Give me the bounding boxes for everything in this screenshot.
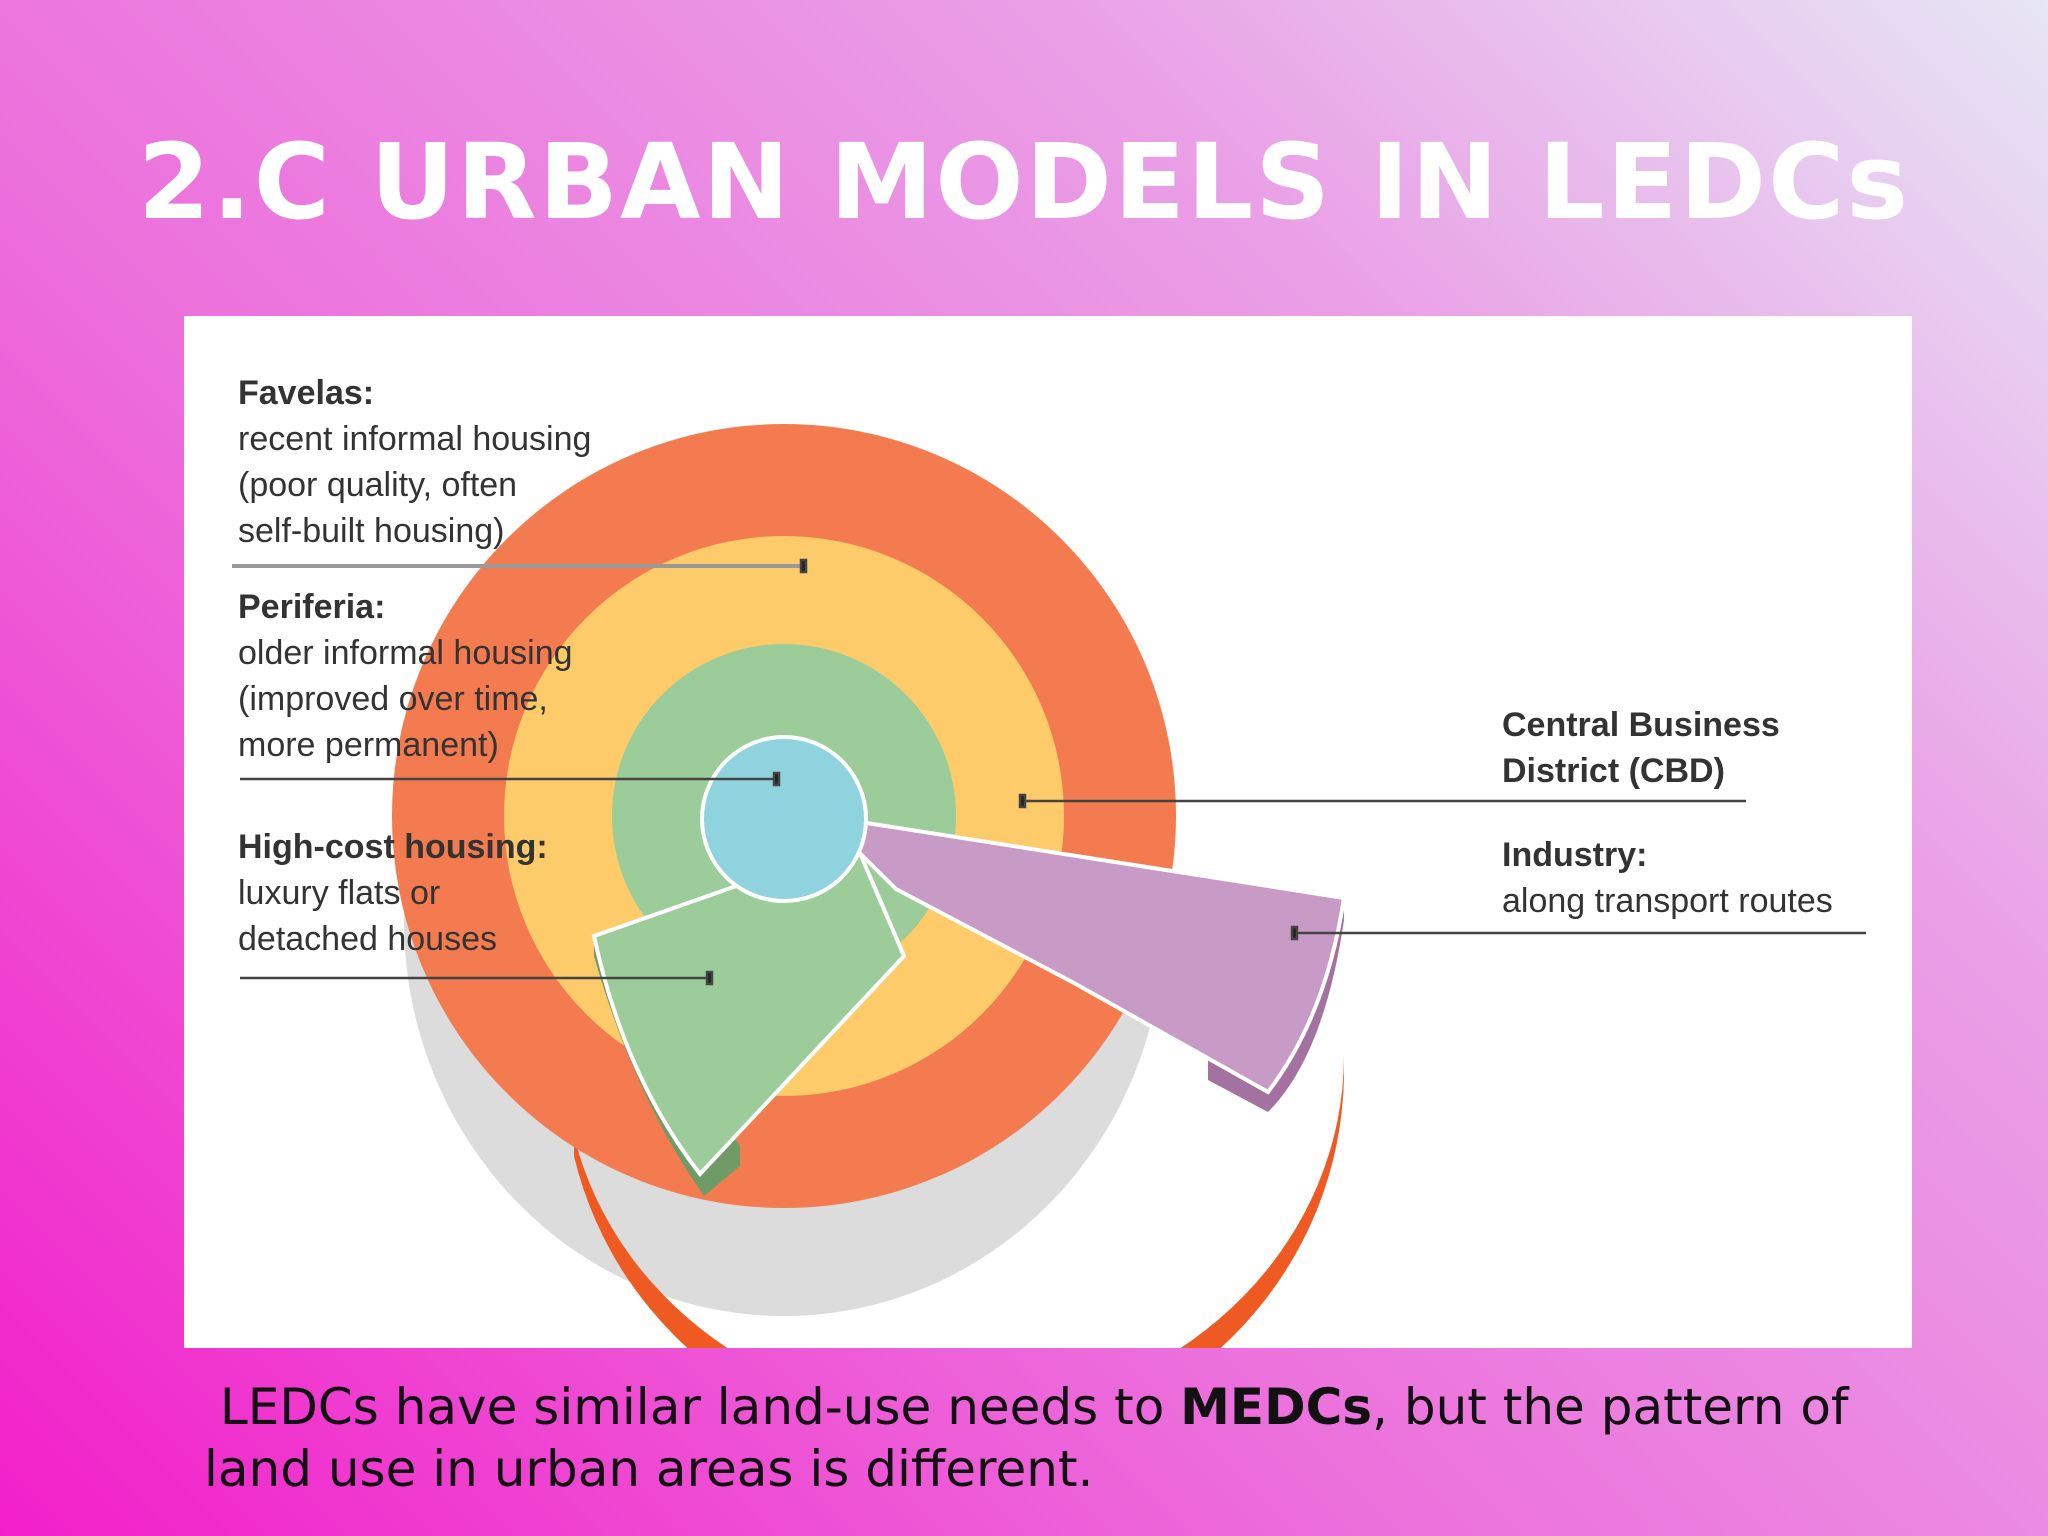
industry-description: along transport routes bbox=[1502, 882, 1833, 920]
slide-title: 2.C URBAN MODELS IN LEDCs bbox=[137, 121, 1911, 243]
periferia-leader-tick bbox=[772, 771, 781, 787]
industry-leader-tick bbox=[1290, 925, 1299, 941]
urban-model-diagram bbox=[232, 424, 1866, 1348]
cbd-core bbox=[700, 735, 868, 903]
periferia-description: older informal housing (improved over ti… bbox=[238, 634, 573, 764]
cbd-leader-tick bbox=[1018, 793, 1027, 809]
diagram-panel: Favelas: recent informal housing (poor q… bbox=[184, 316, 1912, 1348]
favelas-description: recent informal housing (poor quality, o… bbox=[238, 420, 592, 550]
high-cost-leader-tick bbox=[705, 970, 714, 986]
high-cost-description: luxury flats or detached houses bbox=[238, 874, 497, 958]
cbd-label: Central Business District (CBD) bbox=[1502, 702, 1780, 794]
cbd-title: Central Business District (CBD) bbox=[1502, 706, 1780, 790]
periferia-label: Periferia: older informal housing (impro… bbox=[238, 584, 573, 768]
high-cost-wedge bbox=[591, 841, 907, 1178]
caption-tail: , but the pattern of land use in urban a… bbox=[204, 1378, 1849, 1498]
industry-wedge-depth bbox=[1208, 1056, 1268, 1112]
industry-label: Industry: along transport routes bbox=[1502, 832, 1833, 924]
high-cost-label: High-cost housing: luxury flats or detac… bbox=[238, 824, 548, 962]
industry-wedge bbox=[816, 813, 1347, 1095]
favelas-label: Favelas: recent informal housing (poor q… bbox=[238, 370, 591, 554]
high-cost-title: High-cost housing: bbox=[238, 828, 548, 866]
caption-lead: LEDCs have similar land-use needs to bbox=[204, 1378, 1181, 1436]
periferia-title: Periferia: bbox=[238, 588, 386, 626]
caption: LEDCs have similar land-use needs to MED… bbox=[204, 1376, 1904, 1500]
favelas-title: Favelas: bbox=[238, 374, 375, 412]
industry-title: Industry: bbox=[1502, 836, 1648, 874]
favelas-leader-tick bbox=[799, 558, 808, 574]
caption-bold-term: MEDCs bbox=[1180, 1378, 1373, 1436]
